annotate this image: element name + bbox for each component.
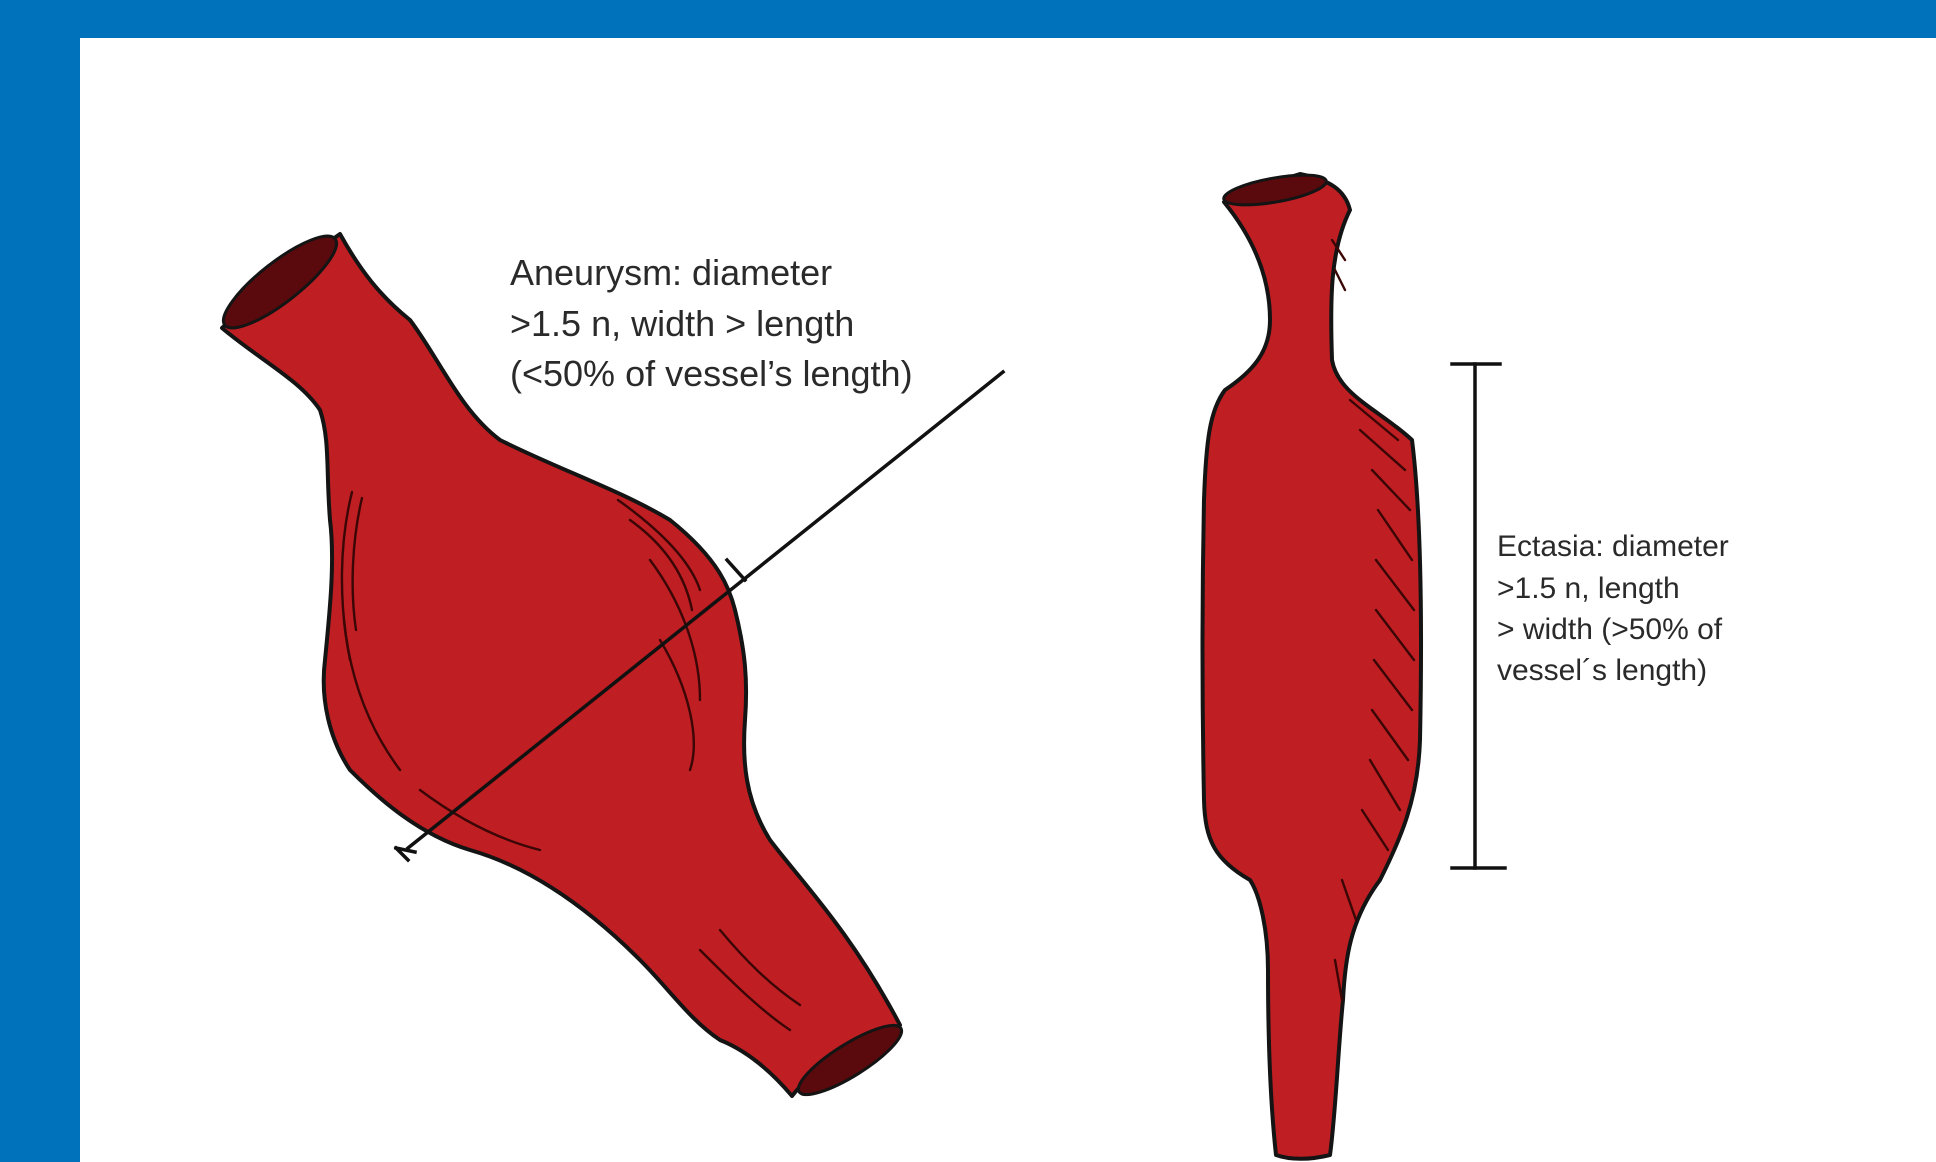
ectasia-body [1203, 174, 1422, 1159]
ectasia-vessel [1203, 169, 1422, 1159]
aneurysm-label: Aneurysm: diameter >1.5 n, width > lengt… [510, 252, 913, 394]
ectasia-label: Ectasia: diameter >1.5 n, length > width… [1497, 530, 1737, 687]
aneurysm-tick-upper [727, 560, 745, 580]
